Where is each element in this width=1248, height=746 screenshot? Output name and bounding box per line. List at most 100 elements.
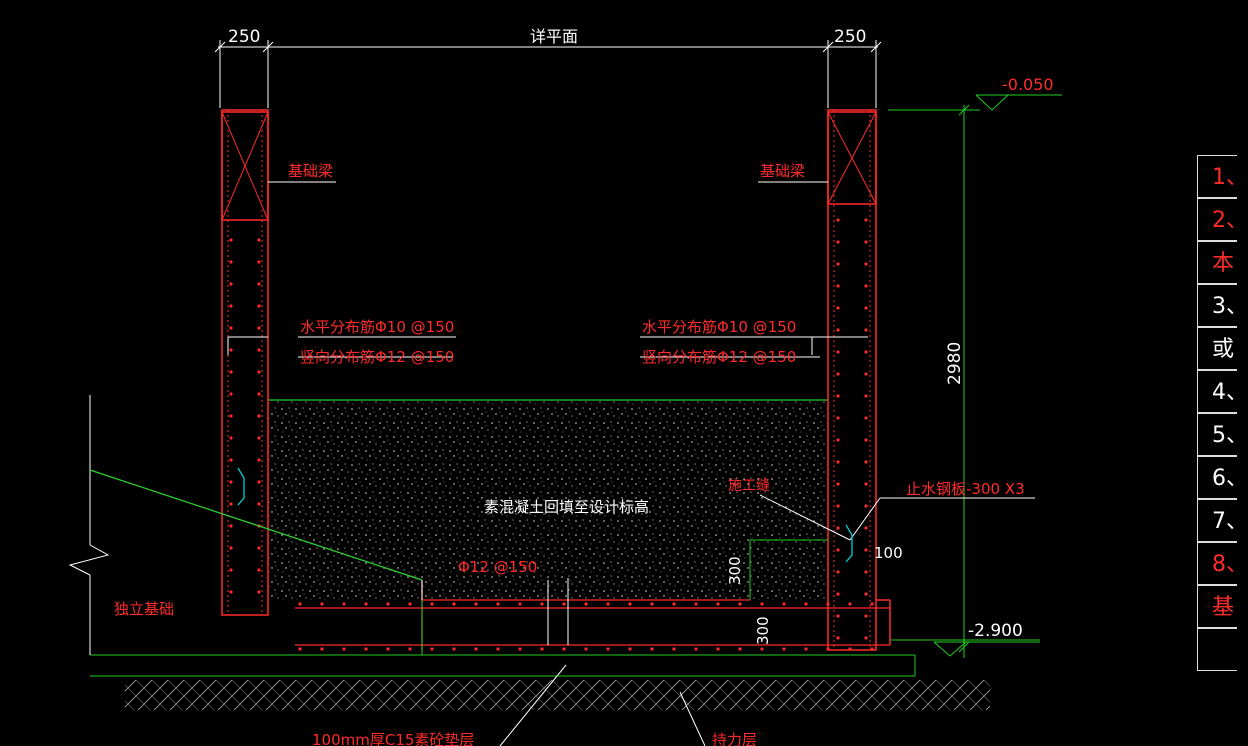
- label-cushion: 100mm厚C15素砼垫层: [312, 731, 474, 746]
- dim-left-wall: 250: [228, 27, 260, 47]
- rebar-dot: [836, 328, 840, 332]
- rebar-dot: [628, 647, 632, 651]
- rebar-dot: [848, 602, 852, 606]
- rebar-dot: [864, 592, 868, 596]
- rebar-dot: [836, 614, 840, 618]
- rebar-dot: [836, 372, 840, 376]
- rebar-dot: [229, 326, 233, 330]
- notes-row: 基: [1197, 585, 1237, 628]
- notes-row: 1、: [1197, 155, 1248, 198]
- waterstop-marks: [237, 467, 853, 563]
- rebar-dot: [474, 602, 478, 606]
- rebar-dot: [496, 647, 500, 651]
- rebar-dot: [562, 602, 566, 606]
- floor-green-lines: [90, 539, 916, 677]
- rebar-dot: [650, 602, 654, 606]
- rebar-dot: [540, 647, 544, 651]
- rebar-dot: [760, 602, 764, 606]
- label-beam-right: 基础梁: [760, 162, 805, 180]
- rebar-dot: [298, 602, 302, 606]
- rebar-dot: [342, 602, 346, 606]
- label-waterstop: 止水钢板-300 X3: [906, 480, 1025, 498]
- rebar-dot: [257, 458, 261, 462]
- rebar-dot: [257, 348, 261, 352]
- rebar-dot: [257, 392, 261, 396]
- rebar-dot: [257, 502, 261, 506]
- notes-row: 5、: [1197, 413, 1248, 456]
- rebar-dot: [836, 416, 840, 420]
- rebar-dot: [430, 602, 434, 606]
- rebar-dot: [229, 260, 233, 264]
- notes-row: 6、: [1197, 456, 1248, 499]
- rebar-dot: [804, 602, 808, 606]
- rebar-dot: [257, 260, 261, 264]
- notes-row: [1197, 628, 1237, 671]
- rebar-dot: [864, 262, 868, 266]
- rebar-dot: [229, 282, 233, 286]
- label-isolated-footing: 独立基础: [114, 600, 174, 618]
- height-dimension: [958, 104, 970, 658]
- rebar-dot: [864, 460, 868, 464]
- rebar-dot: [864, 240, 868, 244]
- rebar-dot: [257, 414, 261, 418]
- rebar-dot: [298, 647, 302, 651]
- notes-row: 7、: [1197, 499, 1248, 542]
- rebar-dot: [836, 394, 840, 398]
- soil-hatch: [125, 680, 990, 710]
- rebar-dot: [320, 602, 324, 606]
- rebar-dot: [518, 602, 522, 606]
- rebar-dot: [804, 647, 808, 651]
- rebar-dot: [229, 546, 233, 550]
- label-bearing-layer: 持力层: [712, 731, 757, 746]
- notes-row: 本: [1197, 241, 1237, 284]
- label-floor-rebar: Φ12 @150: [458, 558, 537, 576]
- rebar-dot: [836, 636, 840, 640]
- rebar-dot: [836, 526, 840, 530]
- elevation-bottom-marker: [890, 639, 1040, 657]
- rebar-dot: [496, 602, 500, 606]
- rebar-dot: [836, 350, 840, 354]
- rebar-dot: [694, 647, 698, 651]
- slope-line: [89, 469, 423, 581]
- rebar-dot: [782, 602, 786, 606]
- rebar-dot: [257, 480, 261, 484]
- dim-300-floor: 300: [754, 616, 772, 645]
- rebar-dot: [836, 548, 840, 552]
- rebar-dot: [257, 568, 261, 572]
- rebar-dot: [452, 602, 456, 606]
- label-vert-rebar-left: 竖向分布筋Φ12 @150: [300, 348, 454, 366]
- rebar-dot: [386, 602, 390, 606]
- dim-clear-span: 详平面: [530, 27, 578, 46]
- rebar-dot: [864, 614, 868, 618]
- label-horiz-rebar-right: 水平分布筋Φ10 @150: [642, 318, 796, 336]
- rebar-dot: [716, 602, 720, 606]
- rebar-dot: [386, 647, 390, 651]
- rebar-dot: [864, 504, 868, 508]
- rebar-dot: [606, 647, 610, 651]
- rebar-dot: [229, 392, 233, 396]
- rebar-dot: [606, 602, 610, 606]
- rebar-dot: [229, 458, 233, 462]
- rebar-dot: [364, 602, 368, 606]
- rebar-dot: [836, 592, 840, 596]
- rebar-dot: [716, 647, 720, 651]
- rebar-dot: [864, 350, 868, 354]
- rebar-dot: [408, 602, 412, 606]
- rebar-dot: [229, 370, 233, 374]
- rebar-dot: [864, 548, 868, 552]
- rebar-dot: [257, 326, 261, 330]
- notes-row: 4、: [1197, 370, 1248, 413]
- rebar-dot: [229, 480, 233, 484]
- notes-table: 1、 2、 本 3、 或 4、 5、 6、 7、 8、 基: [1197, 155, 1248, 671]
- dim-300-right: 300: [726, 556, 744, 585]
- rebar-dot: [672, 602, 676, 606]
- rebar-dot: [836, 284, 840, 288]
- rebar-dot: [257, 590, 261, 594]
- rebar-dot: [836, 482, 840, 486]
- concrete-backfill-lower: [268, 400, 828, 600]
- rebar-dot: [864, 438, 868, 442]
- rebar-dot: [836, 460, 840, 464]
- rebar-dot: [257, 304, 261, 308]
- rebar-dot: [229, 348, 233, 352]
